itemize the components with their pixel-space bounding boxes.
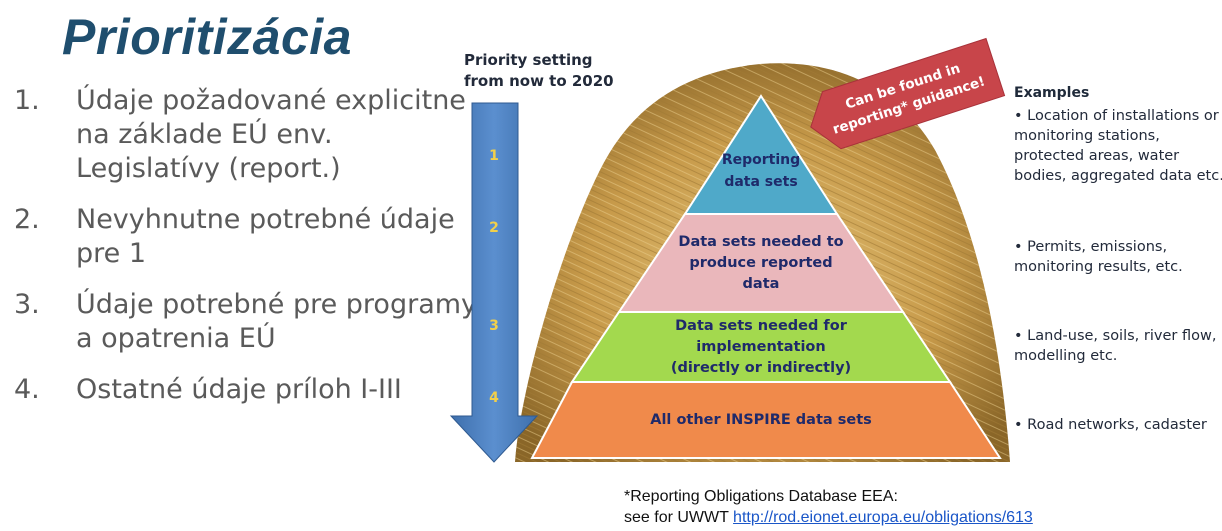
examples-title: Examples — [1014, 85, 1090, 101]
arrow-step-number: 1 — [489, 148, 499, 164]
list-text: Údaje potrebné pre programy a opatrenia … — [76, 289, 478, 354]
example-item: • Location of installations or monitorin… — [1014, 108, 1222, 184]
list-number: 4. — [14, 374, 40, 405]
pyramid-label: (directly or indirectly) — [671, 360, 851, 376]
list-item: 2. Nevyhnutne potrebné údaje pre 1 — [14, 203, 484, 271]
obligations-link[interactable]: http://rod.eionet.europa.eu/obligations/… — [733, 509, 1033, 526]
pyramid-label: implementation — [696, 339, 825, 355]
arrow-label: Priority setting from now to 2020 — [464, 50, 644, 92]
footer-line: *Reporting Obligations Database EEA: — [624, 488, 898, 505]
list-text: Nevyhnutne potrebné údaje pre 1 — [76, 204, 455, 269]
list-number: 1. — [14, 85, 40, 116]
pyramid-level-other — [530, 381, 1002, 459]
arrow-step-number: 4 — [489, 390, 499, 406]
pyramid-label: Data sets needed to — [678, 234, 843, 250]
arrow-label-line: from now to 2020 — [464, 72, 614, 90]
page-title: Prioritizácia — [62, 9, 352, 65]
pyramid-label: Reporting — [722, 152, 800, 168]
footer-note: *Reporting Obligations Database EEA: see… — [624, 486, 1033, 528]
pyramid-label: All other INSPIRE data sets — [650, 412, 872, 428]
list-item: 4. Ostatné údaje príloh I-III — [14, 373, 484, 407]
list-text: Ostatné údaje príloh I-III — [76, 374, 402, 405]
footer-prefix: see for UWWT — [624, 509, 734, 526]
example-item: • Land-use, soils, river flow, modelling… — [1014, 328, 1217, 364]
pyramid-label: data sets — [724, 174, 797, 190]
list-item: 1. Údaje požadované explicitne na základ… — [14, 84, 484, 186]
footer-line: see for UWWT http://rod.eionet.europa.eu… — [624, 507, 1033, 528]
example-item: • Permits, emissions, monitoring results… — [1014, 239, 1183, 275]
pyramid-label: data — [743, 276, 780, 292]
priority-list: 1. Údaje požadované explicitne na základ… — [14, 84, 484, 424]
pyramid-label: produce reported — [689, 255, 832, 271]
list-text: Údaje požadované explicitne na základe E… — [76, 85, 466, 184]
pyramid-label: Data sets needed for — [675, 318, 848, 334]
arrow-step-number: 2 — [489, 220, 499, 236]
arrow-step-number: 3 — [489, 318, 499, 334]
list-number: 3. — [14, 289, 40, 320]
arrow-label-line: Priority setting — [464, 51, 593, 69]
example-item: • Road networks, cadaster — [1014, 417, 1207, 433]
list-item: 3. Údaje potrebné pre programy a opatren… — [14, 288, 484, 356]
priority-arrow — [449, 102, 539, 463]
list-number: 2. — [14, 204, 40, 235]
